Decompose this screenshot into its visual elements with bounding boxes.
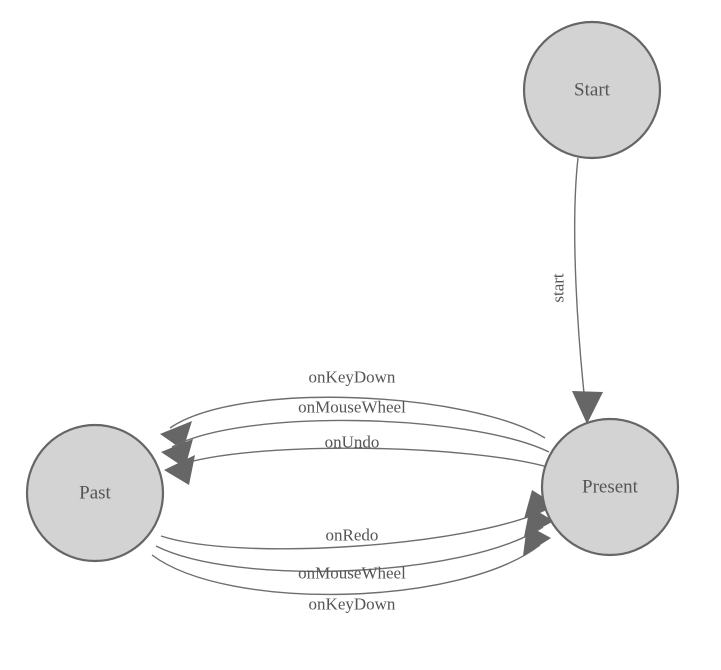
node-past-label: Past xyxy=(79,483,111,504)
edge-label-layer: start onKeyDown onMouseWheel onUndo onRe… xyxy=(298,273,567,613)
edge-label-past-present-onkeydown: onKeyDown xyxy=(309,595,396,614)
edge-path-start-present xyxy=(573,157,587,413)
node-past-circle xyxy=(25,423,165,563)
edge-label-present-past-onmousewheel: onMouseWheel xyxy=(298,398,406,417)
node-present[interactable]: Present xyxy=(540,417,680,557)
node-present-circle xyxy=(540,417,680,557)
edge-path-present-past-onmousewheel xyxy=(171,419,550,453)
node-past[interactable]: Past xyxy=(25,423,165,563)
node-layer: Start Past Present xyxy=(25,20,680,563)
edge-label-present-past-onkeydown: onKeyDown xyxy=(309,368,396,387)
edge-start-to-present[interactable] xyxy=(572,157,603,424)
edge-past-to-present-onkeydown[interactable] xyxy=(151,525,551,596)
node-start[interactable]: Start xyxy=(522,20,662,160)
edge-path-present-past-onkeydown xyxy=(169,396,546,439)
edge-path-past-present-onmousewheel xyxy=(155,526,544,573)
arrowhead-start-present xyxy=(572,391,603,424)
edge-path-past-present-onredo xyxy=(160,509,546,550)
edge-label-start: start xyxy=(549,273,568,303)
edge-label-past-present-onredo: onRedo xyxy=(326,526,379,545)
node-start-circle xyxy=(522,20,662,160)
edge-label-present-past-onundo: onUndo xyxy=(325,433,380,452)
edge-present-to-past-onundo[interactable] xyxy=(164,447,552,485)
edge-layer xyxy=(151,157,603,596)
node-start-label: Start xyxy=(574,80,611,101)
arrowhead-present-past-onundo xyxy=(164,455,195,485)
arrowhead-past-present-onkeydown xyxy=(523,525,551,556)
edge-path-past-present-onkeydown xyxy=(151,544,541,596)
edge-path-present-past-onundo xyxy=(175,447,552,469)
node-present-label: Present xyxy=(582,477,639,498)
edge-label-past-present-onmousewheel: onMouseWheel xyxy=(298,564,406,583)
